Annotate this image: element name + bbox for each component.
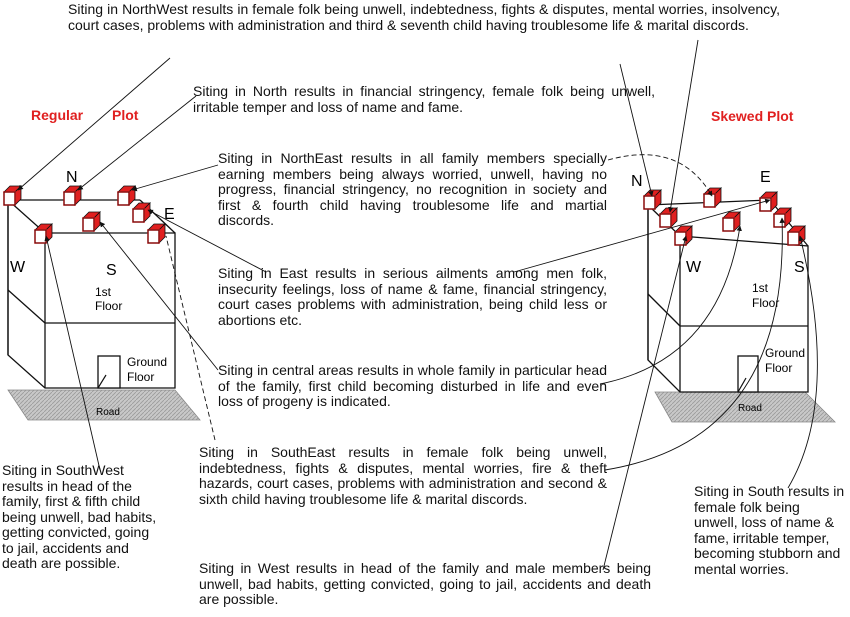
floor1-a-left: 1st (95, 285, 112, 299)
leader-n-right (668, 39, 699, 213)
cube-e-left (132, 202, 151, 223)
regular-plot-label-b: Plot (112, 107, 139, 123)
dir-e-left: E (164, 206, 175, 223)
road-label-right: Road (738, 403, 762, 414)
cube-c-right (722, 211, 741, 232)
regular-plot-label-a: Regular (31, 107, 84, 123)
floor1-b-left: Floor (95, 299, 122, 313)
cube-ne-right (703, 187, 722, 208)
note-southwest: Siting in SouthWest results in head of t… (2, 462, 157, 571)
leader-se (165, 235, 216, 441)
leader-se-right (604, 217, 785, 471)
dir-s-left: S (106, 262, 117, 279)
skewed-plot-label: Skewed Plot (711, 108, 794, 124)
cube-e-right (759, 191, 778, 212)
leader-ne-right (607, 154, 713, 197)
leader-c-right (599, 225, 742, 385)
note-west: Siting in West results in head of the fa… (199, 560, 651, 607)
cube-nw-right (643, 189, 662, 210)
road-label-left: Road (96, 407, 120, 418)
cube-n-left (63, 185, 82, 206)
dir-n-left: N (66, 169, 78, 186)
regular-plot: N E W S 1st Floor Ground Floor Road (3, 169, 201, 421)
dir-w-right: W (686, 259, 702, 276)
ground-b-right: Floor (765, 361, 792, 375)
skewed-plot: N E W S 1st Floor Ground Floor Road (631, 169, 836, 423)
ground-a-right: Ground (765, 346, 805, 360)
cube-n-right (659, 207, 678, 228)
note-central: Siting in central areas results in whole… (218, 362, 607, 409)
ground-a-left: Ground (127, 355, 167, 369)
leader-ne (131, 164, 219, 192)
leader-c (99, 221, 219, 371)
leader-w-right (602, 235, 688, 571)
leader-n (77, 95, 197, 191)
note-east: Siting in East results in serious ailmen… (218, 265, 607, 328)
leader-lines (17, 39, 818, 571)
cube-nw-left (3, 185, 22, 206)
cube-c-left (82, 211, 101, 232)
dir-w-left: W (10, 259, 26, 276)
note-northwest: Siting in NorthWest results in female fo… (68, 1, 780, 33)
leader-s-right (787, 235, 818, 489)
note-north: Siting in North results in financial str… (193, 83, 655, 115)
leader-sw (44, 235, 101, 471)
leader-e-right (513, 198, 771, 273)
leader-nw (17, 57, 171, 191)
dir-e-right: E (760, 169, 771, 186)
cube-s-right (787, 225, 806, 246)
note-southeast: Siting in SouthEast results in female fo… (199, 444, 607, 507)
dir-n-right: N (631, 173, 643, 190)
note-south: Siting in South results in female folk b… (694, 483, 845, 577)
floor1-a-right: 1st (752, 281, 769, 295)
leader-e (147, 209, 267, 273)
floor1-b-right: Floor (752, 296, 779, 310)
leader-nw-right (619, 63, 654, 197)
dir-s-right: S (794, 259, 805, 276)
cube-ne-left (117, 185, 136, 206)
road-left (7, 389, 201, 421)
ground-b-left: Floor (127, 370, 154, 384)
note-northeast: Siting in NorthEast results in all famil… (218, 150, 607, 228)
